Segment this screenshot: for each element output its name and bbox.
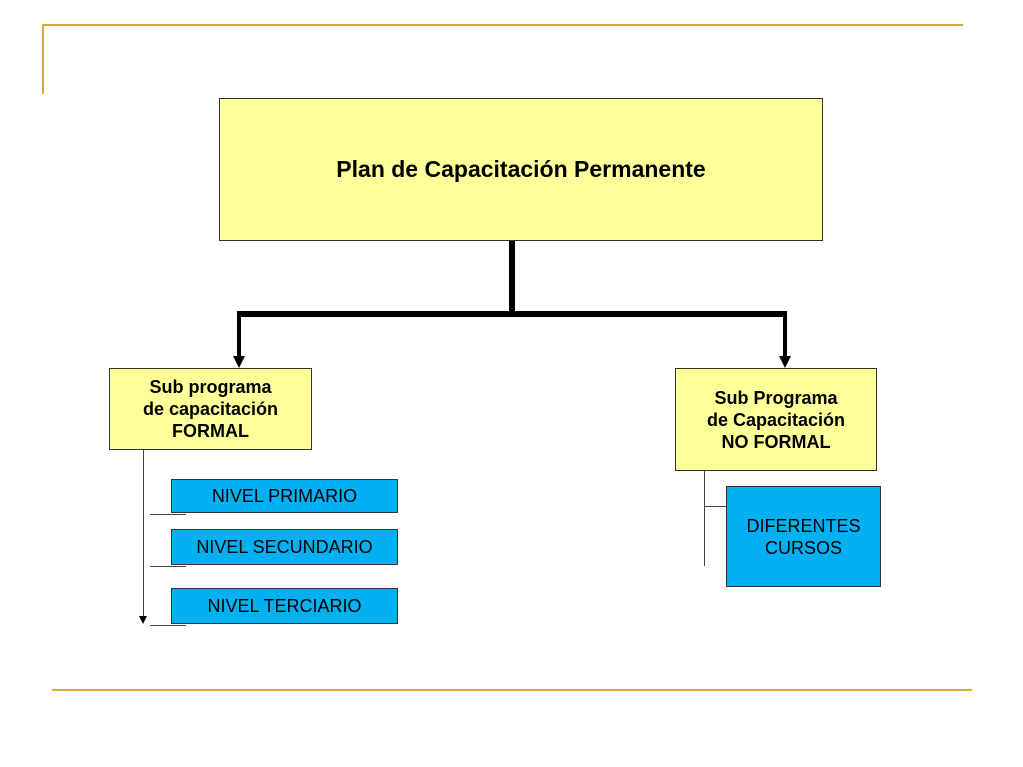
- left-tree-arrow: [139, 616, 147, 624]
- right-subprogram-line-2: de Capacitación: [706, 409, 846, 430]
- right-branch-arrow: [779, 356, 791, 368]
- courses-line-1: DIFERENTES: [746, 515, 861, 536]
- right-subprogram-node: Sub Programa de Capacitación NO FORMAL: [675, 368, 877, 471]
- left-subprogram-node: Sub programa de capacitación FORMAL: [109, 368, 312, 450]
- root-connector-vertical: [509, 241, 515, 313]
- level-node-tertiary: NIVEL TERCIARIO: [171, 588, 398, 624]
- level-node-primary: NIVEL PRIMARIO: [171, 479, 398, 513]
- courses-line-2: CURSOS: [764, 537, 842, 558]
- right-subprogram-line-1: Sub Programa: [714, 387, 838, 408]
- courses-node: DIFERENTES CURSOS: [726, 486, 881, 587]
- left-tree-vertical: [143, 450, 144, 620]
- left-tree-tick-2: [150, 566, 186, 567]
- left-subprogram-line-3: FORMAL: [172, 421, 249, 441]
- level-node-tertiary-label: NIVEL TERCIARIO: [207, 596, 362, 616]
- right-branch-drop: [783, 311, 787, 358]
- left-accent-line: [42, 24, 44, 94]
- branch-connector-horizontal: [237, 311, 787, 317]
- top-accent-line: [42, 24, 963, 26]
- right-tree-tick: [705, 506, 726, 507]
- root-node: Plan de Capacitación Permanente: [219, 98, 823, 241]
- level-node-secondary: NIVEL SECUNDARIO: [171, 529, 398, 565]
- left-tree-tick-1: [150, 514, 186, 515]
- bottom-accent-line: [52, 689, 972, 691]
- right-tree-vertical: [704, 471, 705, 566]
- left-branch-arrow: [233, 356, 245, 368]
- left-subprogram-line-1: Sub programa: [149, 377, 272, 397]
- left-branch-drop: [237, 311, 241, 358]
- right-subprogram-line-3: NO FORMAL: [721, 431, 831, 452]
- left-subprogram-line-2: de capacitación: [142, 399, 279, 419]
- left-tree-tick-3: [150, 625, 186, 626]
- root-node-label: Plan de Capacitación Permanente: [336, 156, 706, 182]
- level-node-secondary-label: NIVEL SECUNDARIO: [196, 537, 373, 557]
- level-node-primary-label: NIVEL PRIMARIO: [211, 486, 358, 506]
